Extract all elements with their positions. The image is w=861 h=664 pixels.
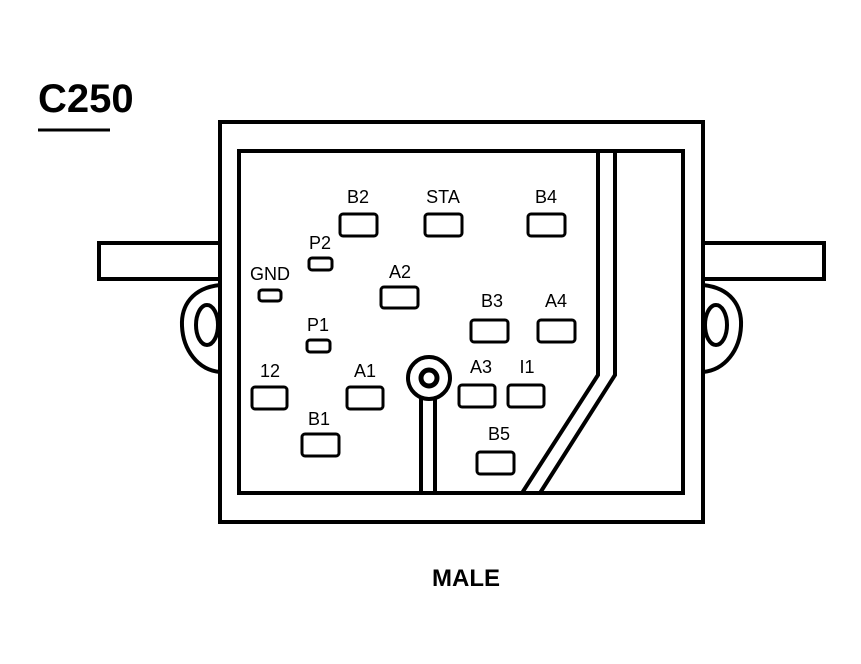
pin-12-label: 12 — [260, 361, 280, 381]
left-mount-tab — [97, 241, 222, 281]
pin-b3: B3 — [469, 291, 510, 344]
pin-sta-label: STA — [426, 187, 460, 207]
pin-a4-contact — [536, 318, 577, 344]
pin-a3-label: A3 — [470, 357, 492, 377]
pin-12: 12 — [250, 361, 289, 411]
pin-gnd-label: GND — [250, 264, 290, 284]
locator-post-center — [418, 367, 440, 389]
pin-b2-label: B2 — [347, 187, 369, 207]
pin-a2-contact — [379, 285, 420, 310]
pin-b3-label: B3 — [481, 291, 503, 311]
pin-b5-label: B5 — [488, 424, 510, 444]
pin-i1: I1 — [506, 357, 546, 409]
pin-i1-label: I1 — [519, 357, 534, 377]
pin-sta: STA — [423, 187, 464, 238]
pin-a1: A1 — [345, 361, 385, 411]
right-latch-hole — [703, 303, 729, 347]
pin-a4-label: A4 — [545, 291, 567, 311]
locator-post — [406, 355, 452, 401]
pin-a2-label: A2 — [389, 262, 411, 282]
pin-a2: A2 — [379, 262, 420, 310]
pin-p1-label: P1 — [307, 315, 329, 335]
left-latch-hole — [194, 303, 220, 347]
pin-p2-contact — [307, 256, 334, 272]
pin-b2-contact — [338, 212, 379, 238]
view-caption: MALE — [432, 565, 500, 592]
pin-12-contact — [250, 385, 289, 411]
pin-p2-label: P2 — [309, 233, 331, 253]
pin-b1-contact — [300, 432, 341, 458]
right-latch-ear — [702, 283, 744, 374]
left-latch-ear — [179, 283, 221, 374]
pin-a1-contact — [345, 385, 385, 411]
key-rail-outer — [538, 151, 617, 495]
pin-a3-contact — [457, 383, 497, 409]
pin-p2: P2 — [307, 233, 334, 272]
pin-b2: B2 — [338, 187, 379, 238]
pin-a1-label: A1 — [354, 361, 376, 381]
right-mount-tab — [701, 241, 826, 281]
pin-a4: A4 — [536, 291, 577, 344]
pin-b5: B5 — [475, 424, 516, 476]
key-rail-inner — [520, 151, 600, 495]
pin-gnd: GND — [250, 264, 290, 303]
pin-b1-label: B1 — [308, 409, 330, 429]
pin-p1-contact — [305, 338, 332, 354]
pin-gnd-contact — [257, 288, 283, 303]
pin-p1: P1 — [305, 315, 332, 354]
pin-sta-contact — [423, 212, 464, 238]
pin-b4: B4 — [526, 187, 567, 238]
pin-i1-contact — [506, 383, 546, 409]
connector-title: C250 — [38, 77, 134, 121]
pin-a3: A3 — [457, 357, 497, 409]
pin-b4-label: B4 — [535, 187, 557, 207]
pin-b1: B1 — [300, 409, 341, 458]
pin-b5-contact — [475, 450, 516, 476]
pin-b4-contact — [526, 212, 567, 238]
pin-b3-contact — [469, 318, 510, 344]
